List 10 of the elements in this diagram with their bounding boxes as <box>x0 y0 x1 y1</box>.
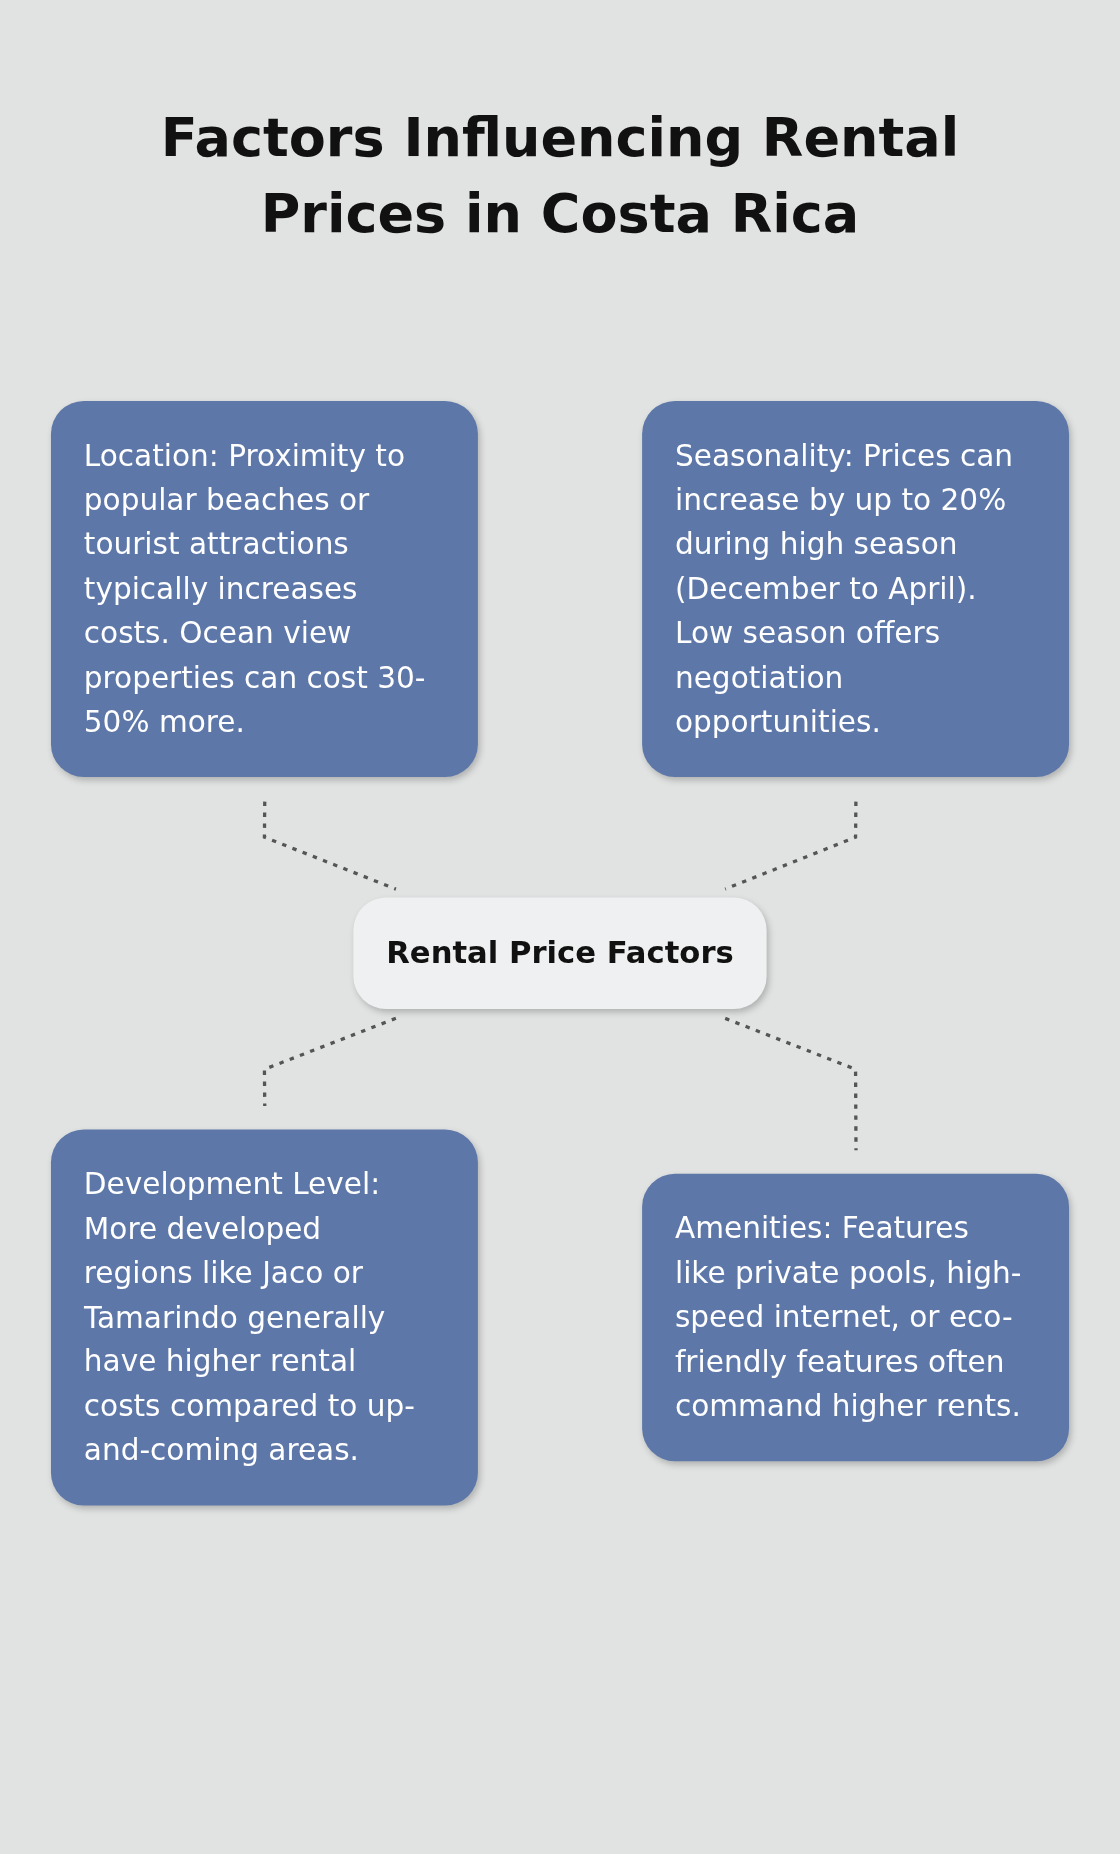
hub-card: Rental Price Factors <box>353 897 767 1010</box>
factor-card: Seasonality: Prices can increase by up to 20% during high season (December to April). Low season offers negotiation opportunities. <box>642 400 1070 777</box>
factor-card: Amenities: Features like private pools, high-speed internet, or eco-friendly features often command higher rents. <box>642 1173 1070 1462</box>
dotted-connector <box>262 801 397 891</box>
dotted-connector <box>724 1016 858 1151</box>
diagram-title: Factors Influencing Rental Prices in Costa Rica <box>159 105 961 247</box>
factor-card: Development Level: More developed regions like Jaco or Tamarindo generally have higher rental costs compared to up-and-coming areas. <box>50 1129 478 1506</box>
dotted-connector <box>724 801 858 891</box>
dotted-connector <box>262 1016 397 1106</box>
factor-card: Location: Proximity to popular beaches or tourist attractions typically increases costs. Ocean view properties can cost 30-50% more. <box>50 400 478 777</box>
